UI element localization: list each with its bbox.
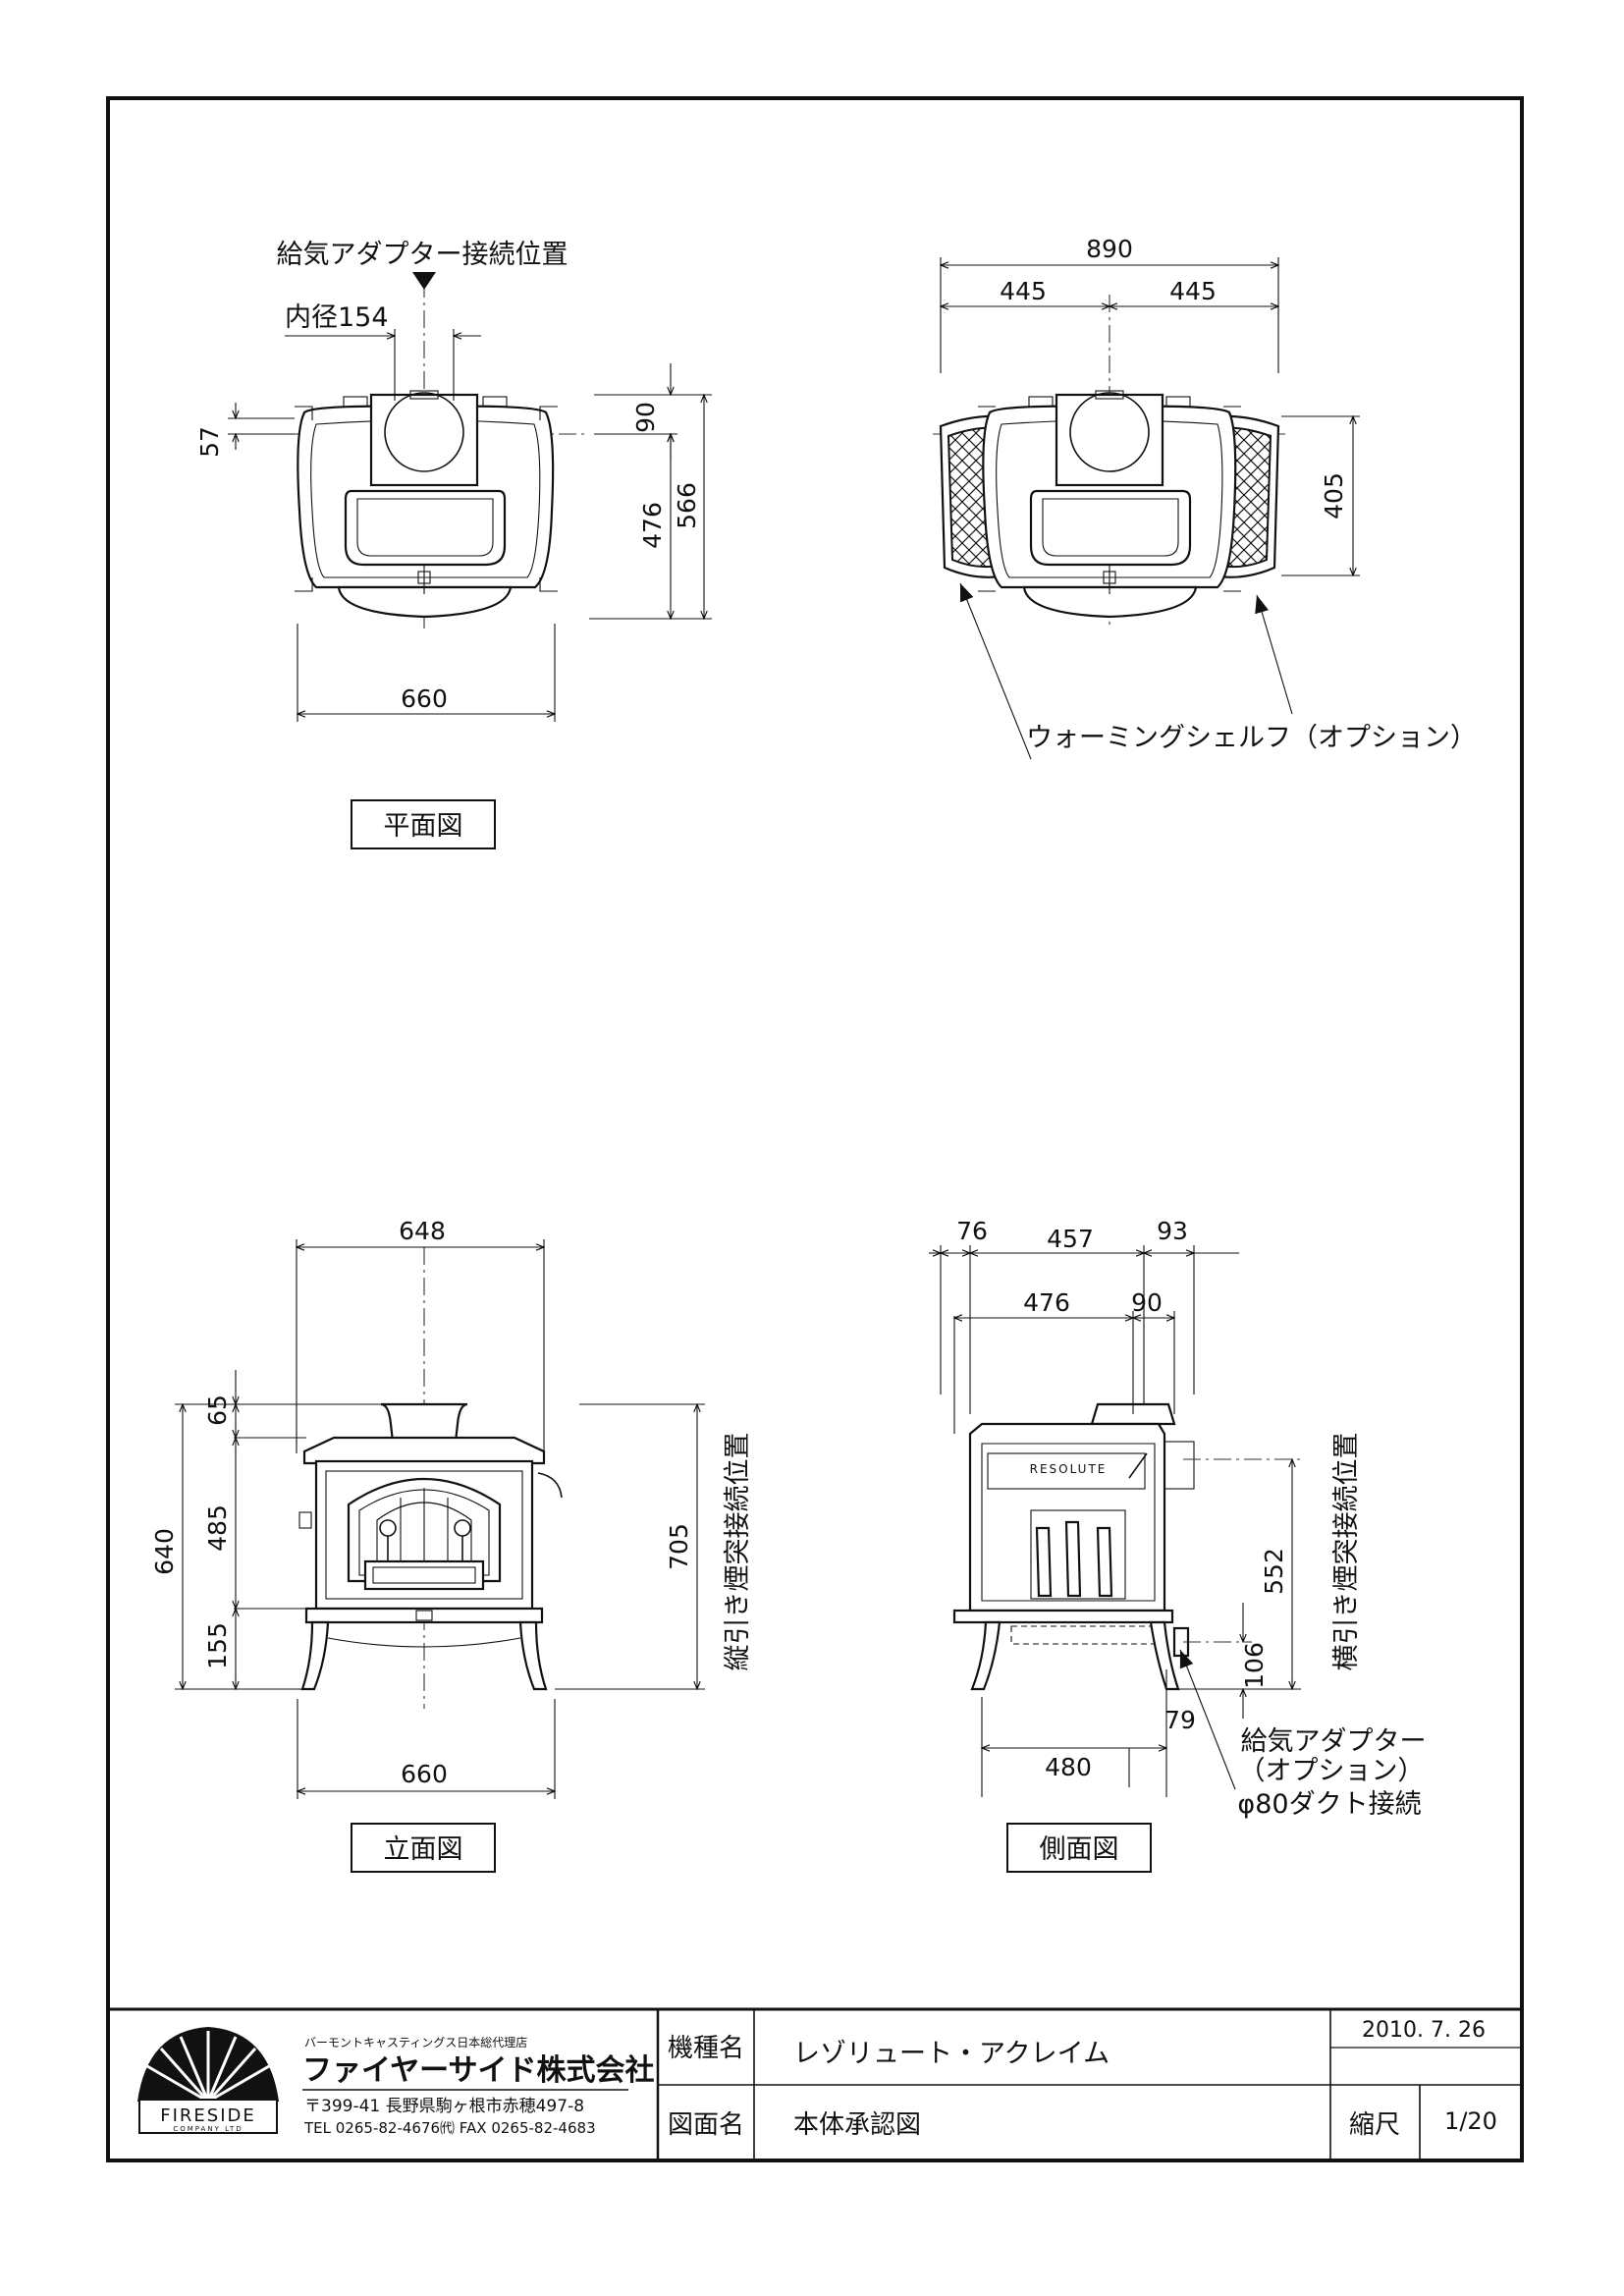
plan-inner-diameter: 内径154 [285,302,389,333]
front-view: 648 65 485 155 640 705 縦引き煙突接続位置 660 立面図 [150,1217,753,1873]
plan-view: 給気アダプター接続位置 内径154 57 90 476 566 660 平面図 [195,240,712,849]
front-dim-705: 705 [665,1523,693,1570]
side-dim-90: 90 [1131,1288,1163,1317]
side-view-title: 側面図 [1040,1834,1119,1865]
svg-text:FIRESIDE: FIRESIDE [160,2105,256,2126]
front-dim-648: 648 [399,1217,446,1245]
plan-dim-476: 476 [638,502,667,549]
plan-dim-90: 90 [631,402,660,433]
side-dim-457: 457 [1047,1225,1094,1253]
drawing-frame [106,96,1524,2162]
plan-door [344,489,507,567]
model-name-value: レゾリュート・アクレイム [793,2039,1110,2069]
side-inlet-label-3: φ80ダクト接続 [1237,1789,1421,1820]
shelf-plan-view: 890 445 445 405 ウォーミングシェルフ（オプション） [933,235,1477,760]
scale-value: 1/20 [1444,2107,1497,2135]
company-name: ファイヤーサイド株式会社 [302,2053,655,2088]
plan-view-title: 平面図 [384,811,463,842]
side-inlet-label-1: 給気アダプター [1241,1726,1427,1757]
front-dim-65: 65 [203,1394,232,1426]
shelf-dim-445-left: 445 [1000,277,1047,305]
side-dim-93: 93 [1157,1217,1188,1245]
side-dim-76: 76 [956,1217,988,1245]
side-view-title-box [1006,1823,1152,1873]
drawing-name-value: 本体承認図 [793,2110,921,2140]
plan-dim-57: 57 [195,426,224,458]
scale-label: 縮尺 [1349,2110,1400,2140]
side-brand-plate: RESOLUTE [1030,1462,1108,1476]
front-legs [300,1620,330,1691]
side-dim-79: 79 [1164,1706,1196,1734]
plan-flue-collar [369,393,479,487]
plan-inlet-label: 給気アダプター接続位置 [277,240,568,270]
side-dim-552: 552 [1260,1548,1288,1595]
side-dim-480: 480 [1045,1753,1092,1781]
front-dim-640: 640 [150,1528,179,1575]
shelf-option-label: ウォーミングシェルフ（オプション） [1026,723,1477,753]
drawing-date: 2010. 7. 26 [1362,2018,1486,2043]
side-dim-106: 106 [1240,1642,1269,1689]
front-dim-660: 660 [401,1760,448,1788]
front-flue-top [380,1402,468,1444]
side-dim-476: 476 [1023,1288,1070,1317]
company-phone: TEL 0265-82-4676㈹ FAX 0265-82-4683 [303,2119,596,2137]
shelf-dim-890: 890 [1086,235,1133,263]
title-block: FIRESIDE COMPANY LTD バーモントキャスティングス日本総代理店… [108,2007,1522,2160]
plan-view-title-box [351,799,496,849]
front-view-title-box [351,1823,496,1873]
front-dim-155: 155 [203,1622,232,1669]
front-dim-485: 485 [203,1504,232,1552]
drawing-name-label: 図面名 [668,2110,744,2140]
front-flue-label: 縦引き煙突接続位置 [723,1433,753,1671]
model-name-label: 機種名 [668,2034,744,2063]
shelf-dim-405: 405 [1320,472,1348,519]
svg-text:COMPANY LTD: COMPANY LTD [173,2125,243,2133]
side-view: RESOLUTE 76 457 93 476 [929,1217,1427,1873]
plan-flue-opening [384,392,464,472]
plan-dim-660: 660 [401,684,448,713]
shelf-dim-445-right: 445 [1169,277,1217,305]
company-address: 〒399-41 長野県駒ヶ根市赤穂497-8 [304,2097,584,2116]
side-flue-label: 横引き煙突接続位置 [1331,1433,1362,1671]
plan-inlet-arrow-icon [412,272,436,290]
company-subtitle: バーモントキャスティングス日本総代理店 [304,2036,527,2050]
fireside-logo: FIRESIDE COMPANY LTD [137,2027,279,2134]
front-view-title: 立面図 [384,1834,463,1865]
side-inlet-label-2: （オプション） [1239,1756,1425,1786]
plan-dim-566: 566 [673,482,701,529]
